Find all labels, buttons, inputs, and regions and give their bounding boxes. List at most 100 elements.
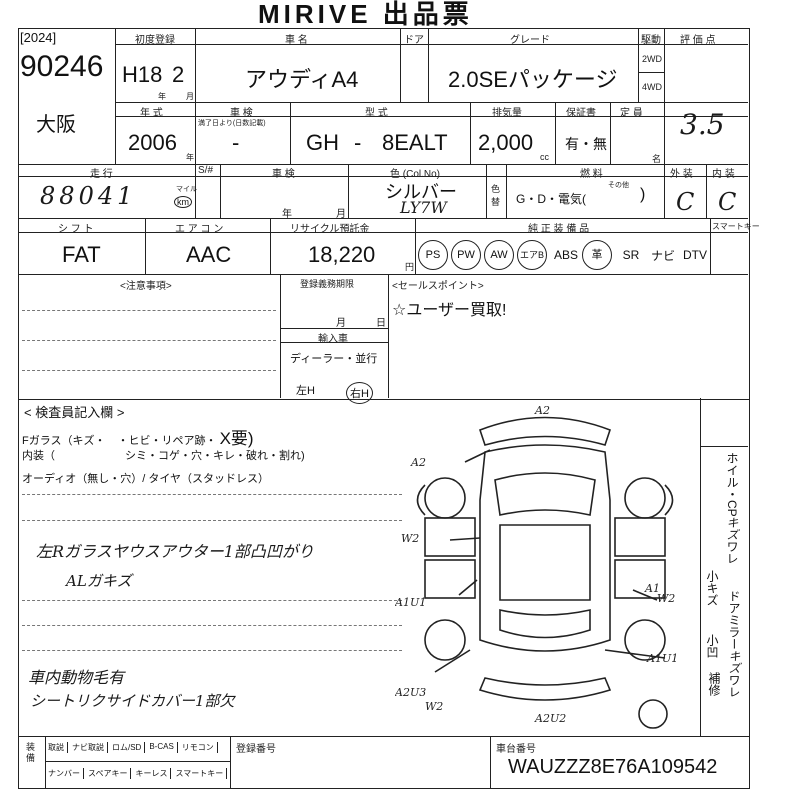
fuel-options: G・D・電気( (516, 192, 586, 206)
type-prefix: GH (306, 130, 339, 155)
mileage-digits: 88041 (40, 182, 136, 210)
glass-line: Fガラス（キズ・・ヒビ・リペア跡・ X要) (22, 429, 254, 448)
recycle: 18,220 (308, 242, 376, 267)
side-notes-3: ドアミラーキズワレ (727, 590, 741, 698)
mileage-digit: 1 (117, 182, 137, 210)
displacement-label: 排気量 (492, 108, 522, 119)
page-title: MIRIVE 出品票 (258, 0, 473, 29)
color-label: 色 (Col.No) (390, 169, 441, 180)
accessory-item: ナビ取説 (72, 742, 108, 753)
warranty-value: 有・無 (565, 136, 607, 152)
car-name-label: 車 名 (285, 35, 308, 46)
door-label: ドア (404, 35, 424, 46)
mileage-digit: 0 (78, 182, 98, 210)
right-handle: 右H (346, 382, 373, 404)
color-code: LY7W (400, 198, 447, 217)
svg-text:W2: W2 (657, 592, 675, 605)
svg-text:A1: A1 (644, 582, 660, 595)
grade-label: グレード (510, 35, 550, 46)
svg-text:A2: A2 (534, 404, 550, 417)
side-notes-2: 小キズ (705, 570, 719, 606)
eval-label: 評 価 点 (680, 35, 716, 46)
accessory-item: 取説 (48, 742, 68, 753)
eval-score: 3.5 (680, 108, 725, 141)
drive-4wd: 4WD (642, 82, 662, 92)
shift: FAT (62, 242, 101, 267)
first-reg-label: 初度登録 (135, 35, 175, 46)
drive-2wd: 2WD (642, 54, 662, 64)
import-label: 輸入車 (318, 334, 348, 345)
form-frame (18, 28, 750, 400)
equipment-label: 純 正 装 備 品 (528, 224, 590, 235)
left-handle: 左H (296, 385, 315, 397)
sj-label: S/# (198, 165, 214, 176)
mileage-digit: 4 (97, 182, 118, 210)
side-notes: ホイル・CPキズワレ (725, 452, 739, 565)
first-reg-month: 2 (172, 62, 185, 87)
chassis-label: 車台番号 (496, 744, 536, 755)
warranty-label: 保証書 (566, 108, 596, 119)
shift-label: シ フ ト (58, 224, 94, 235)
interior-grade: C (718, 188, 737, 216)
handwritten-note-3: 車内動物毛有 (28, 668, 125, 687)
handwritten-note-4: シートリクサイドカバー1部欠 (30, 692, 235, 710)
accessory-item: リモコン (182, 742, 218, 753)
car-name: アウディA4 (245, 67, 359, 92)
ac-label: エ ア コ ン (175, 224, 224, 235)
exterior-label: 外 装 (670, 169, 693, 180)
inspection-label: 車 検 (230, 108, 253, 119)
equipment-item: ナビ (650, 248, 675, 263)
equipment-item: エアB (517, 240, 547, 270)
accessory-item: スマートキー (175, 768, 228, 779)
drive-label: 駆動 (641, 35, 661, 46)
svg-text:A1U1: A1U1 (395, 596, 426, 609)
accessory-item: ナンバー (48, 768, 84, 779)
model-year: 2006 (128, 130, 177, 155)
reg-number-label: 登録番号 (236, 744, 276, 755)
accessory-item: スペアキー (88, 768, 132, 779)
side-notes-4: 小凹 (705, 634, 719, 658)
equipment-item: DTV (683, 248, 707, 262)
year-tag: [2024] (20, 30, 57, 45)
sales-point: ☆ユーザー買取! (392, 302, 507, 319)
mileage-digit: 8 (40, 182, 60, 210)
key-label: スマートキー (712, 222, 760, 231)
displacement: 2,000 (478, 130, 534, 155)
type-code: 8EALT (382, 130, 448, 155)
audio-line: オーディオ（無し・穴）/ タイヤ（スタッドレス） (22, 473, 270, 485)
handwritten-note-2: ALガキズ (66, 572, 132, 590)
caution-label: <注意事項> (120, 281, 172, 292)
recycle-label: リサイクル預託金 (290, 224, 370, 235)
svg-text:A2U2: A2U2 (534, 712, 566, 725)
accessory-item: ロム/SD (112, 742, 146, 753)
accessory-row-2: ナンバースペアキーキーレススマートキー (48, 768, 228, 779)
side-notes-5: 補修 (707, 672, 721, 696)
interior-line: 内装（シミ・コゲ・穴・キレ・破れ・割れ) (22, 450, 305, 462)
grade: 2.0SEパッケージ (448, 67, 618, 92)
exterior-grade: C (676, 188, 695, 216)
type-label: 型 式 (365, 108, 388, 119)
first-reg-value: H18 (122, 62, 163, 87)
dealer-label: ディーラー・並行 (290, 353, 378, 365)
inspection-value: - (232, 130, 240, 155)
equipment-item: PW (451, 240, 481, 270)
lot-number: 90246 (20, 50, 104, 83)
svg-text:W2: W2 (425, 700, 443, 713)
svg-text:A2U3: A2U3 (395, 686, 426, 699)
mileage-digit: 8 (59, 182, 79, 210)
mileage-label: 走 行 (90, 169, 113, 180)
color-name: シルバー (385, 182, 457, 202)
footer-frame (18, 736, 750, 789)
accessories-label: 装備 (26, 742, 36, 763)
car-inspection-label: 車 検 (272, 169, 295, 180)
equipment-item: 革 (582, 240, 612, 270)
interior-label: 内 装 (712, 169, 735, 180)
km-unit: km (174, 196, 192, 208)
accessory-item: B-CAS (149, 742, 178, 753)
handwritten-note-1: 左Rガラスヤウスアウター1部凸凹がり (36, 542, 314, 561)
expiry-label: 登録義務期限 (300, 279, 355, 289)
accessory-item: キーレス (135, 768, 172, 779)
model-year-label: 年 式 (140, 108, 163, 119)
svg-text:A2: A2 (410, 456, 426, 469)
